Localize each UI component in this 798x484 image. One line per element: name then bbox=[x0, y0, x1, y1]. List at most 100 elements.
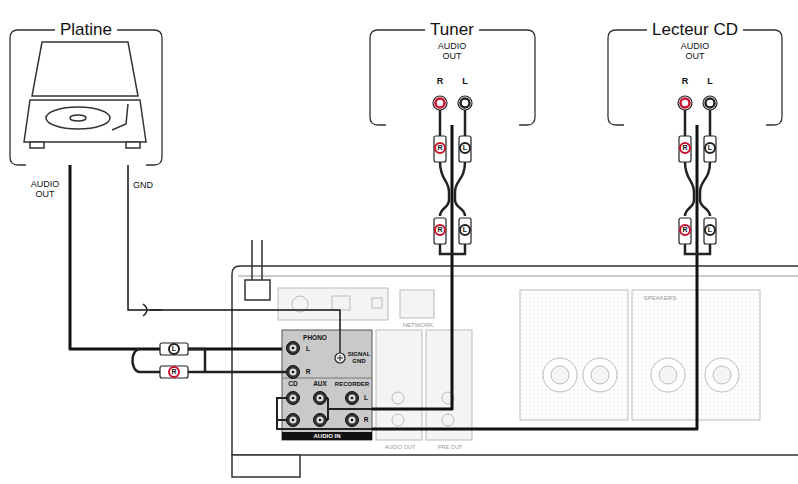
plug-letter: L bbox=[463, 144, 467, 152]
audio-in-panel bbox=[282, 330, 372, 440]
plug-letter: L bbox=[463, 226, 467, 234]
rca-plug bbox=[679, 136, 691, 162]
panel-label: R bbox=[682, 77, 689, 87]
panel-label: L bbox=[707, 77, 713, 87]
drawing-part bbox=[30, 142, 44, 148]
device-box: TunerAUDIO OUTRL bbox=[370, 30, 535, 125]
rca-plug bbox=[434, 218, 446, 244]
panel-jack bbox=[292, 371, 295, 374]
panel-jack bbox=[351, 419, 354, 422]
panel-jack bbox=[346, 392, 359, 405]
rca-jack bbox=[681, 99, 690, 108]
panel-label: RECORDER bbox=[335, 381, 369, 388]
connector-label: NETWORK bbox=[403, 322, 434, 329]
panel-label: PHONO bbox=[303, 334, 327, 341]
plug-letter: L bbox=[708, 226, 712, 234]
panel-label: L bbox=[462, 77, 468, 87]
panel-label: CD bbox=[288, 380, 297, 387]
drawing-part bbox=[232, 455, 300, 477]
rca-plug bbox=[680, 143, 690, 153]
plug-letter: R bbox=[682, 144, 687, 152]
drawing-part bbox=[133, 349, 163, 372]
panel-label: L bbox=[364, 394, 368, 401]
rca-plug bbox=[705, 225, 715, 235]
plug-letter: R bbox=[437, 226, 442, 234]
panel-jack bbox=[290, 345, 297, 352]
drawing-part bbox=[392, 392, 404, 404]
drawing-part bbox=[143, 304, 162, 316]
drawing-part bbox=[651, 358, 685, 392]
panel-label: R bbox=[306, 368, 311, 375]
rca-jack bbox=[706, 99, 715, 108]
panel-label: AUDIO IN bbox=[314, 433, 341, 440]
rca-plug bbox=[459, 136, 471, 162]
box-outline-path bbox=[608, 30, 782, 125]
drawing-part bbox=[332, 296, 350, 310]
rca-plug bbox=[160, 343, 188, 355]
rca-plug bbox=[434, 136, 446, 162]
connector-label: AUDIO OUT bbox=[25, 180, 65, 200]
panel-jack bbox=[287, 342, 300, 355]
drawing-part bbox=[442, 414, 454, 426]
device-box: Lecteur CDAUDIO OUTRL bbox=[608, 30, 782, 125]
rca-plug bbox=[705, 143, 715, 153]
rca-jack bbox=[461, 99, 470, 108]
panel-jack bbox=[290, 395, 297, 402]
rca-plug bbox=[704, 218, 716, 244]
rca-jack bbox=[436, 99, 445, 108]
panel-label: AUDIO OUT bbox=[432, 42, 472, 62]
panel-label: R bbox=[437, 77, 444, 87]
connector-label: PRE OUT bbox=[438, 444, 462, 450]
box-outline-path bbox=[10, 30, 162, 165]
rca-jack bbox=[433, 96, 447, 110]
plug-letter: R bbox=[171, 368, 176, 376]
device-heading: Lecteur CD bbox=[647, 21, 743, 40]
audio-cable bbox=[372, 125, 697, 429]
panel-jack bbox=[287, 414, 300, 427]
panel-jack bbox=[290, 417, 297, 424]
drawing-part bbox=[520, 290, 628, 420]
panel-jack bbox=[351, 397, 354, 400]
panel-jack bbox=[349, 395, 356, 402]
amplifier-chassis bbox=[232, 240, 798, 477]
drawing-part bbox=[713, 366, 731, 384]
rca-plug bbox=[460, 143, 470, 153]
panel-label: AUX bbox=[313, 380, 327, 387]
drawing-part bbox=[238, 276, 798, 277]
rca-plug bbox=[680, 225, 690, 235]
panel-jack bbox=[317, 417, 324, 424]
rca-plug bbox=[169, 344, 179, 354]
connector-label: AUDIO OUT bbox=[385, 444, 416, 450]
panel-jack bbox=[290, 369, 297, 376]
drawing-part bbox=[24, 100, 146, 142]
audio-in-panel: PHONOLRSIGNAL GNDCDAUXRECORDERLRAUDIO IN bbox=[282, 330, 372, 440]
panel-label: R bbox=[364, 416, 369, 423]
drawing-part bbox=[372, 298, 382, 308]
drawing-part bbox=[392, 414, 404, 426]
drawing-part bbox=[400, 290, 434, 318]
turntable-illustration bbox=[24, 42, 146, 148]
greyed-connectors bbox=[278, 288, 760, 440]
drawing-part bbox=[252, 240, 262, 282]
cable-line bbox=[128, 165, 340, 330]
drawing-part bbox=[126, 142, 140, 148]
rca-plug bbox=[435, 143, 445, 153]
gnd-terminal bbox=[335, 353, 345, 363]
plug-letter: R bbox=[437, 144, 442, 152]
panel-jack bbox=[292, 419, 295, 422]
drawing-part bbox=[659, 366, 677, 384]
connector-label: GND bbox=[133, 181, 153, 191]
drawing-part bbox=[426, 330, 472, 440]
panel-jack bbox=[292, 347, 295, 350]
drawing-part bbox=[282, 330, 372, 440]
cable-line bbox=[70, 165, 282, 349]
connector-label: SPEAKERS bbox=[644, 295, 676, 302]
drawing-part bbox=[32, 42, 138, 96]
rca-plug bbox=[435, 225, 445, 235]
panel-label: L bbox=[306, 345, 310, 352]
device-box: Platine bbox=[10, 30, 162, 165]
drawing-part bbox=[543, 358, 577, 392]
